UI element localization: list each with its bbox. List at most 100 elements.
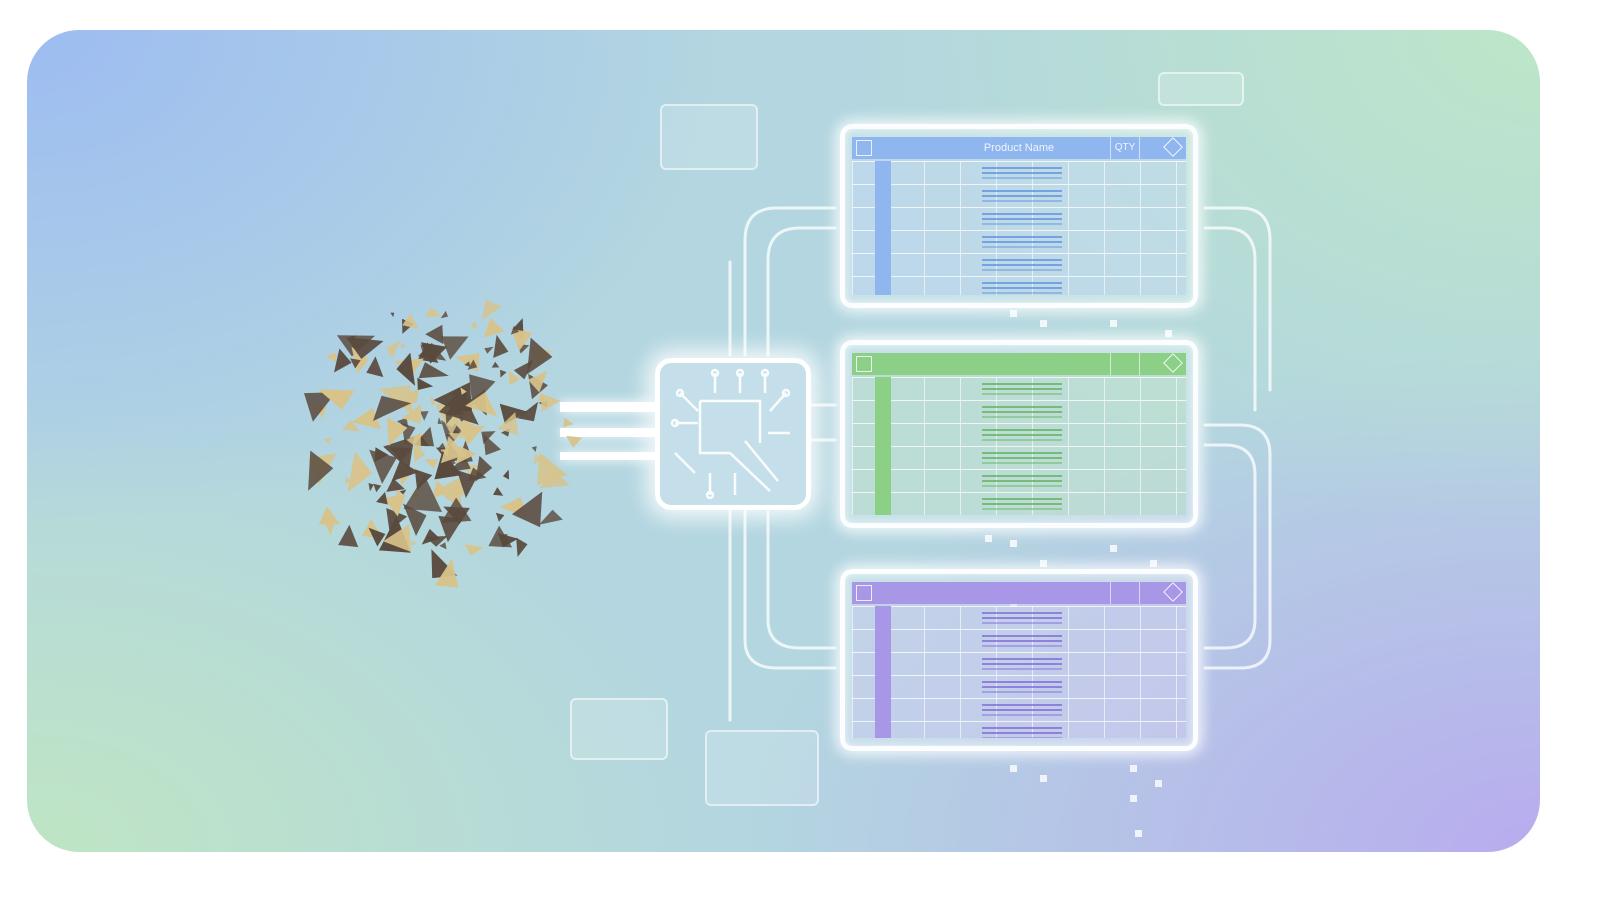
shard xyxy=(425,307,442,317)
shard xyxy=(510,328,533,351)
product-table-purple xyxy=(840,569,1198,751)
shard xyxy=(516,537,528,557)
shard xyxy=(323,438,331,444)
table-row xyxy=(982,236,1062,248)
column-header-qty xyxy=(1110,582,1140,604)
shard xyxy=(470,321,477,329)
shard xyxy=(304,392,336,422)
shard xyxy=(402,503,427,536)
shard xyxy=(366,356,384,378)
shard xyxy=(448,432,460,441)
shard xyxy=(464,361,471,367)
shard xyxy=(465,392,498,417)
shard xyxy=(563,417,574,428)
shard xyxy=(322,517,336,536)
shard xyxy=(434,450,462,480)
ghost-panel xyxy=(570,698,668,760)
shard xyxy=(376,491,388,505)
shard xyxy=(481,431,496,445)
shard xyxy=(402,313,419,329)
shard xyxy=(509,371,520,386)
table-row xyxy=(982,190,1062,202)
table-row xyxy=(982,429,1062,441)
data-bit xyxy=(1165,330,1172,337)
ai-chip-icon xyxy=(655,358,811,510)
shard xyxy=(445,412,453,425)
shard xyxy=(386,340,401,360)
shard xyxy=(497,412,519,436)
shard xyxy=(482,299,502,320)
diamond-arrows-icon xyxy=(1163,582,1183,602)
shard xyxy=(437,442,447,450)
shard xyxy=(325,352,337,362)
shard xyxy=(503,469,510,480)
table-row xyxy=(982,635,1062,647)
table-header: Product Name QTY xyxy=(852,137,1186,159)
data-bit xyxy=(985,535,992,542)
data-bit xyxy=(1040,320,1047,327)
diamond-arrows-icon xyxy=(1163,353,1183,373)
data-stream xyxy=(560,402,655,412)
shard xyxy=(483,317,505,338)
table-grid xyxy=(852,377,1186,515)
shard xyxy=(456,470,478,499)
shard xyxy=(469,374,496,406)
row-index-column xyxy=(875,161,891,295)
shard xyxy=(308,450,334,491)
shard xyxy=(440,436,467,464)
shard xyxy=(431,480,448,499)
shard xyxy=(417,342,439,363)
shard xyxy=(526,337,553,375)
shard xyxy=(401,404,422,424)
table-grid-icon xyxy=(856,585,872,601)
shard xyxy=(434,558,459,588)
shard xyxy=(437,417,442,425)
table-row xyxy=(982,727,1062,738)
shard xyxy=(368,527,386,547)
table-row xyxy=(982,658,1062,670)
shard xyxy=(538,509,563,525)
data-bit xyxy=(1150,560,1157,567)
table-grid-icon xyxy=(856,140,872,156)
product-table-blue: Product Name QTY xyxy=(840,124,1198,308)
table-row xyxy=(982,452,1062,464)
shard xyxy=(467,359,478,370)
illustration-canvas xyxy=(27,30,1540,852)
shard xyxy=(439,542,447,550)
shard xyxy=(438,389,479,425)
shard xyxy=(411,540,417,546)
data-bit xyxy=(1155,780,1162,787)
shard xyxy=(430,395,436,407)
shard xyxy=(424,459,438,469)
shard xyxy=(453,418,475,436)
circuit-icon xyxy=(670,368,791,500)
table-row xyxy=(982,282,1062,294)
table-row xyxy=(982,612,1062,624)
shard xyxy=(460,387,467,395)
shard xyxy=(399,489,407,495)
table-row xyxy=(982,475,1062,487)
shard xyxy=(537,452,568,486)
data-bit xyxy=(1010,765,1017,772)
product-table-green xyxy=(840,340,1198,528)
shard xyxy=(421,528,440,545)
table-row xyxy=(982,498,1062,510)
shard xyxy=(493,487,504,496)
shard xyxy=(390,312,395,318)
ghost-panel xyxy=(660,104,758,170)
shard xyxy=(368,483,374,492)
shard xyxy=(440,310,448,319)
data-bit xyxy=(1130,795,1137,802)
data-bit xyxy=(1130,765,1137,772)
table-body xyxy=(852,353,1186,515)
table-header xyxy=(852,353,1186,375)
connector xyxy=(743,206,837,357)
data-bit xyxy=(1110,320,1117,327)
table-row xyxy=(982,406,1062,418)
shard xyxy=(441,336,469,360)
shard xyxy=(455,352,480,373)
shard xyxy=(425,324,444,345)
shard xyxy=(406,394,418,404)
shard xyxy=(510,325,520,335)
